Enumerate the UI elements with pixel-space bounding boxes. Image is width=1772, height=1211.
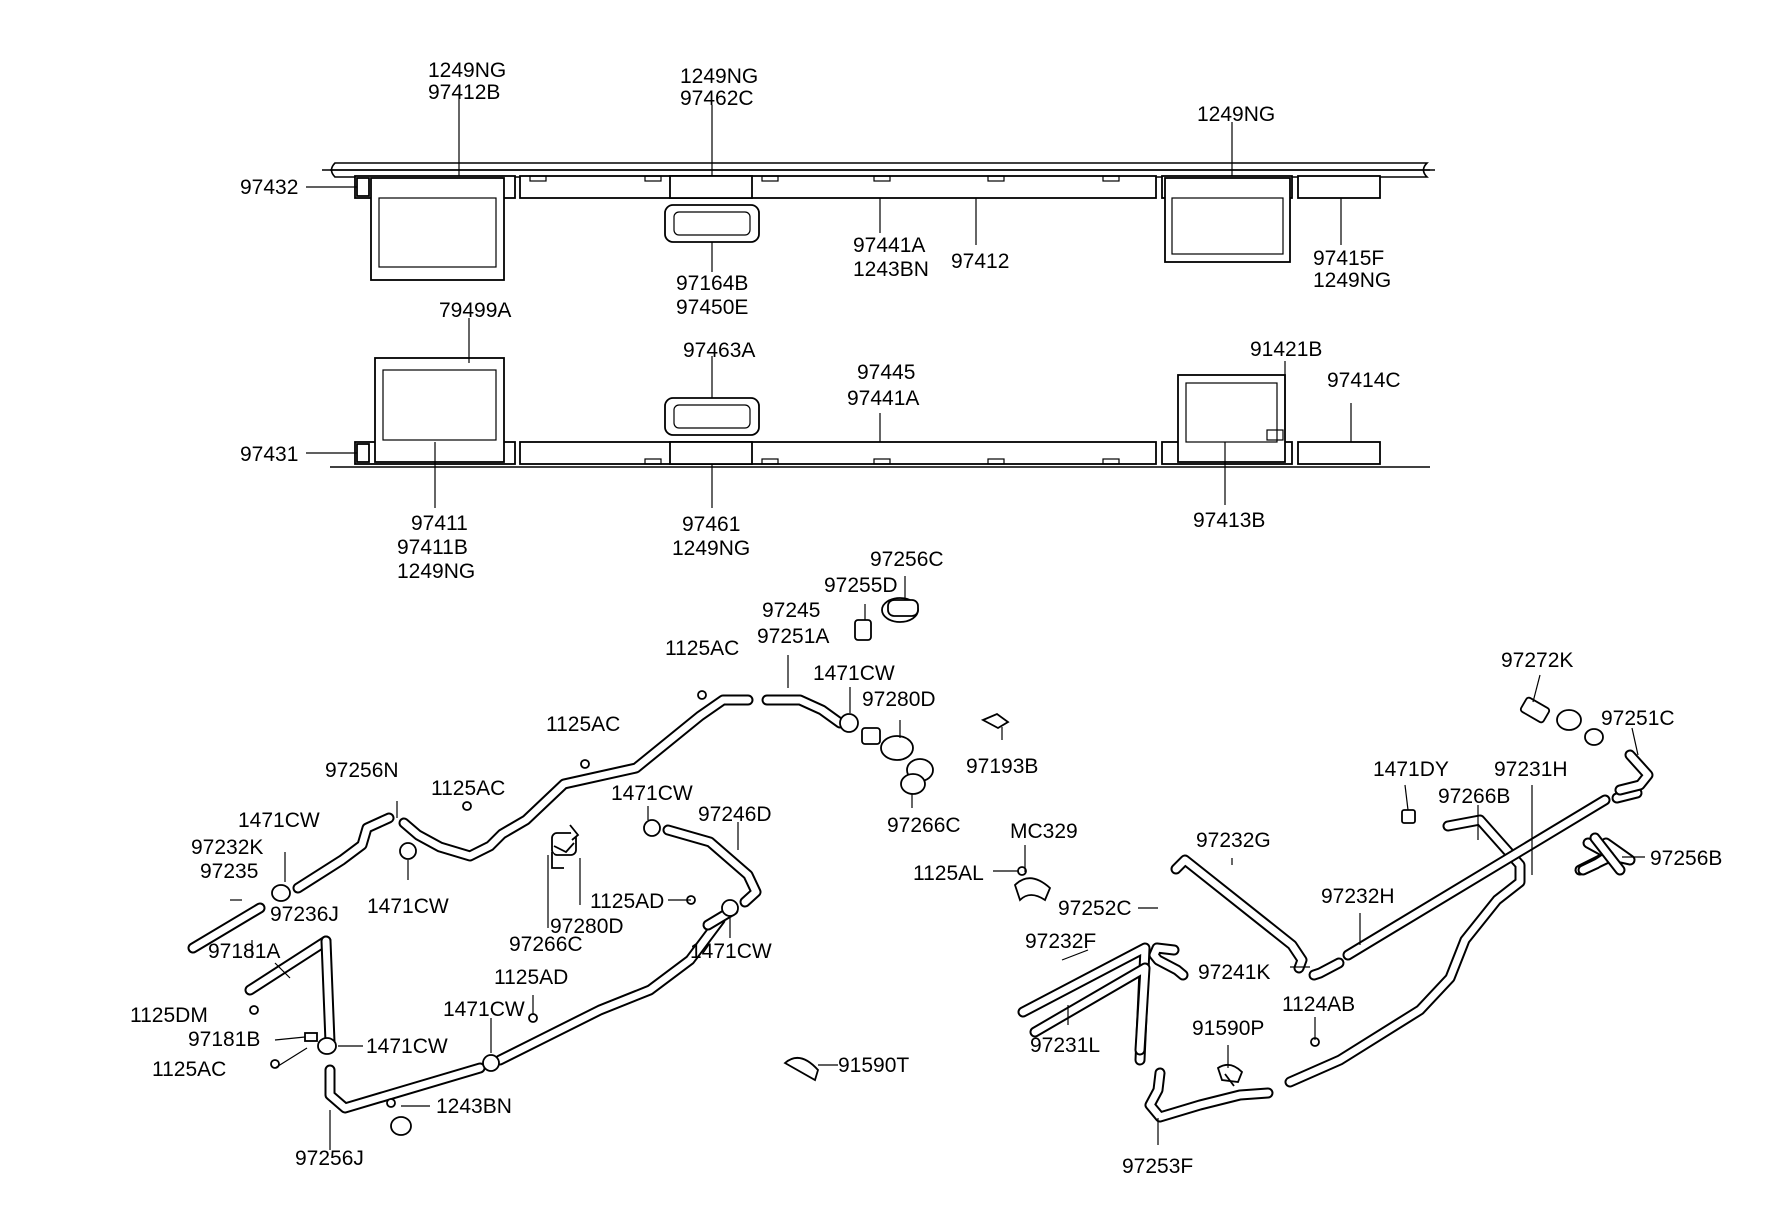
label-1471CW-bottom: 1471CW <box>443 998 525 1021</box>
label-97231H: 97231H <box>1494 758 1568 781</box>
label-1471CW-clamp: 1471CW <box>366 1035 448 1058</box>
label-97241K: 97241K <box>1198 961 1270 984</box>
label-97181A: 97181A <box>208 940 280 963</box>
label-97412: 97412 <box>951 250 1009 273</box>
label-1471CW-left: 1471CW <box>238 809 320 832</box>
label-1124AB: 1124AB <box>1282 993 1355 1016</box>
left-hose-routing <box>187 694 846 1114</box>
rail-tabs-lower <box>644 458 1120 465</box>
label-97414C: 97414C <box>1327 369 1401 392</box>
label-97463A: 97463A <box>683 339 755 362</box>
label-1125AC-left: 1125AC <box>431 777 505 800</box>
label-97266C-mid: 97266C <box>509 933 583 956</box>
fitting-cluster-top <box>839 597 1010 795</box>
right-hose-routing <box>1017 749 1654 1123</box>
label-97431: 97431 <box>240 443 298 466</box>
label-97432: 97432 <box>240 176 298 199</box>
fitting-cluster-right <box>1013 696 1604 1087</box>
label-97253F: 97253F <box>1122 1155 1193 1178</box>
label-1125AD-low: 1125AD <box>494 966 568 989</box>
label-97193B: 97193B <box>966 755 1038 778</box>
label-97232H: 97232H <box>1321 885 1395 908</box>
label-97181B: 97181B <box>188 1028 260 1051</box>
label-97232G: 97232G <box>1196 829 1271 852</box>
label-97272K: 97272K <box>1501 649 1573 672</box>
label-1125AD-mid: 1125AD <box>590 890 664 913</box>
label-97256B: 97256B <box>1650 847 1722 870</box>
label-1125AC-top: 1125AC <box>665 637 739 660</box>
upper-heater-duct-assembly <box>322 162 1435 281</box>
label-1471CW-top: 1471CW <box>813 662 895 685</box>
label-97236J: 97236J <box>270 903 339 926</box>
label-1125AC-mid: 1125AC <box>546 713 620 736</box>
label-91421B: 91421B <box>1250 338 1322 361</box>
label-97231L: 97231L <box>1030 1034 1100 1057</box>
label-97251C: 97251C <box>1601 707 1675 730</box>
label-97266C-top: 97266C <box>887 814 961 837</box>
label-97266B: 97266B <box>1438 785 1510 808</box>
label-97280D-top: 97280D <box>862 688 936 711</box>
label-1125DM: 1125DM <box>130 1004 208 1027</box>
label-1125AC-bottom: 1125AC <box>152 1058 226 1081</box>
label-1249NG-right: 1249NG <box>1197 103 1275 126</box>
label-97256J: 97256J <box>295 1147 364 1170</box>
leader-lines <box>230 93 1645 1150</box>
label-MC329: MC329 <box>1010 820 1078 843</box>
label-97252C: 97252C <box>1058 897 1132 920</box>
label-91590P: 91590P <box>1192 1017 1264 1040</box>
label-1125AL: 1125AL <box>913 862 984 885</box>
label-97232F: 97232F <box>1025 930 1096 953</box>
label-79499A: 79499A <box>439 299 511 322</box>
label-97280D-mid: 97280D <box>550 915 624 938</box>
label-1243BN: 1243BN <box>436 1095 512 1118</box>
label-91590T: 91590T <box>838 1054 909 1077</box>
label-1471CW-lower: 1471CW <box>367 895 449 918</box>
label-1471CW-right: 1471CW <box>690 940 772 963</box>
label-97256C: 97256C <box>870 548 944 571</box>
label-97246D: 97246D <box>698 803 772 826</box>
label-1471DY: 1471DY <box>1373 758 1449 781</box>
label-97255D: 97255D <box>824 574 898 597</box>
label-97413B: 97413B <box>1193 509 1265 532</box>
label-97256N: 97256N <box>325 759 399 782</box>
lower-heater-duct-assembly <box>330 357 1430 468</box>
rail-tabs <box>529 175 1120 182</box>
label-1471CW-mid: 1471CW <box>611 782 693 805</box>
